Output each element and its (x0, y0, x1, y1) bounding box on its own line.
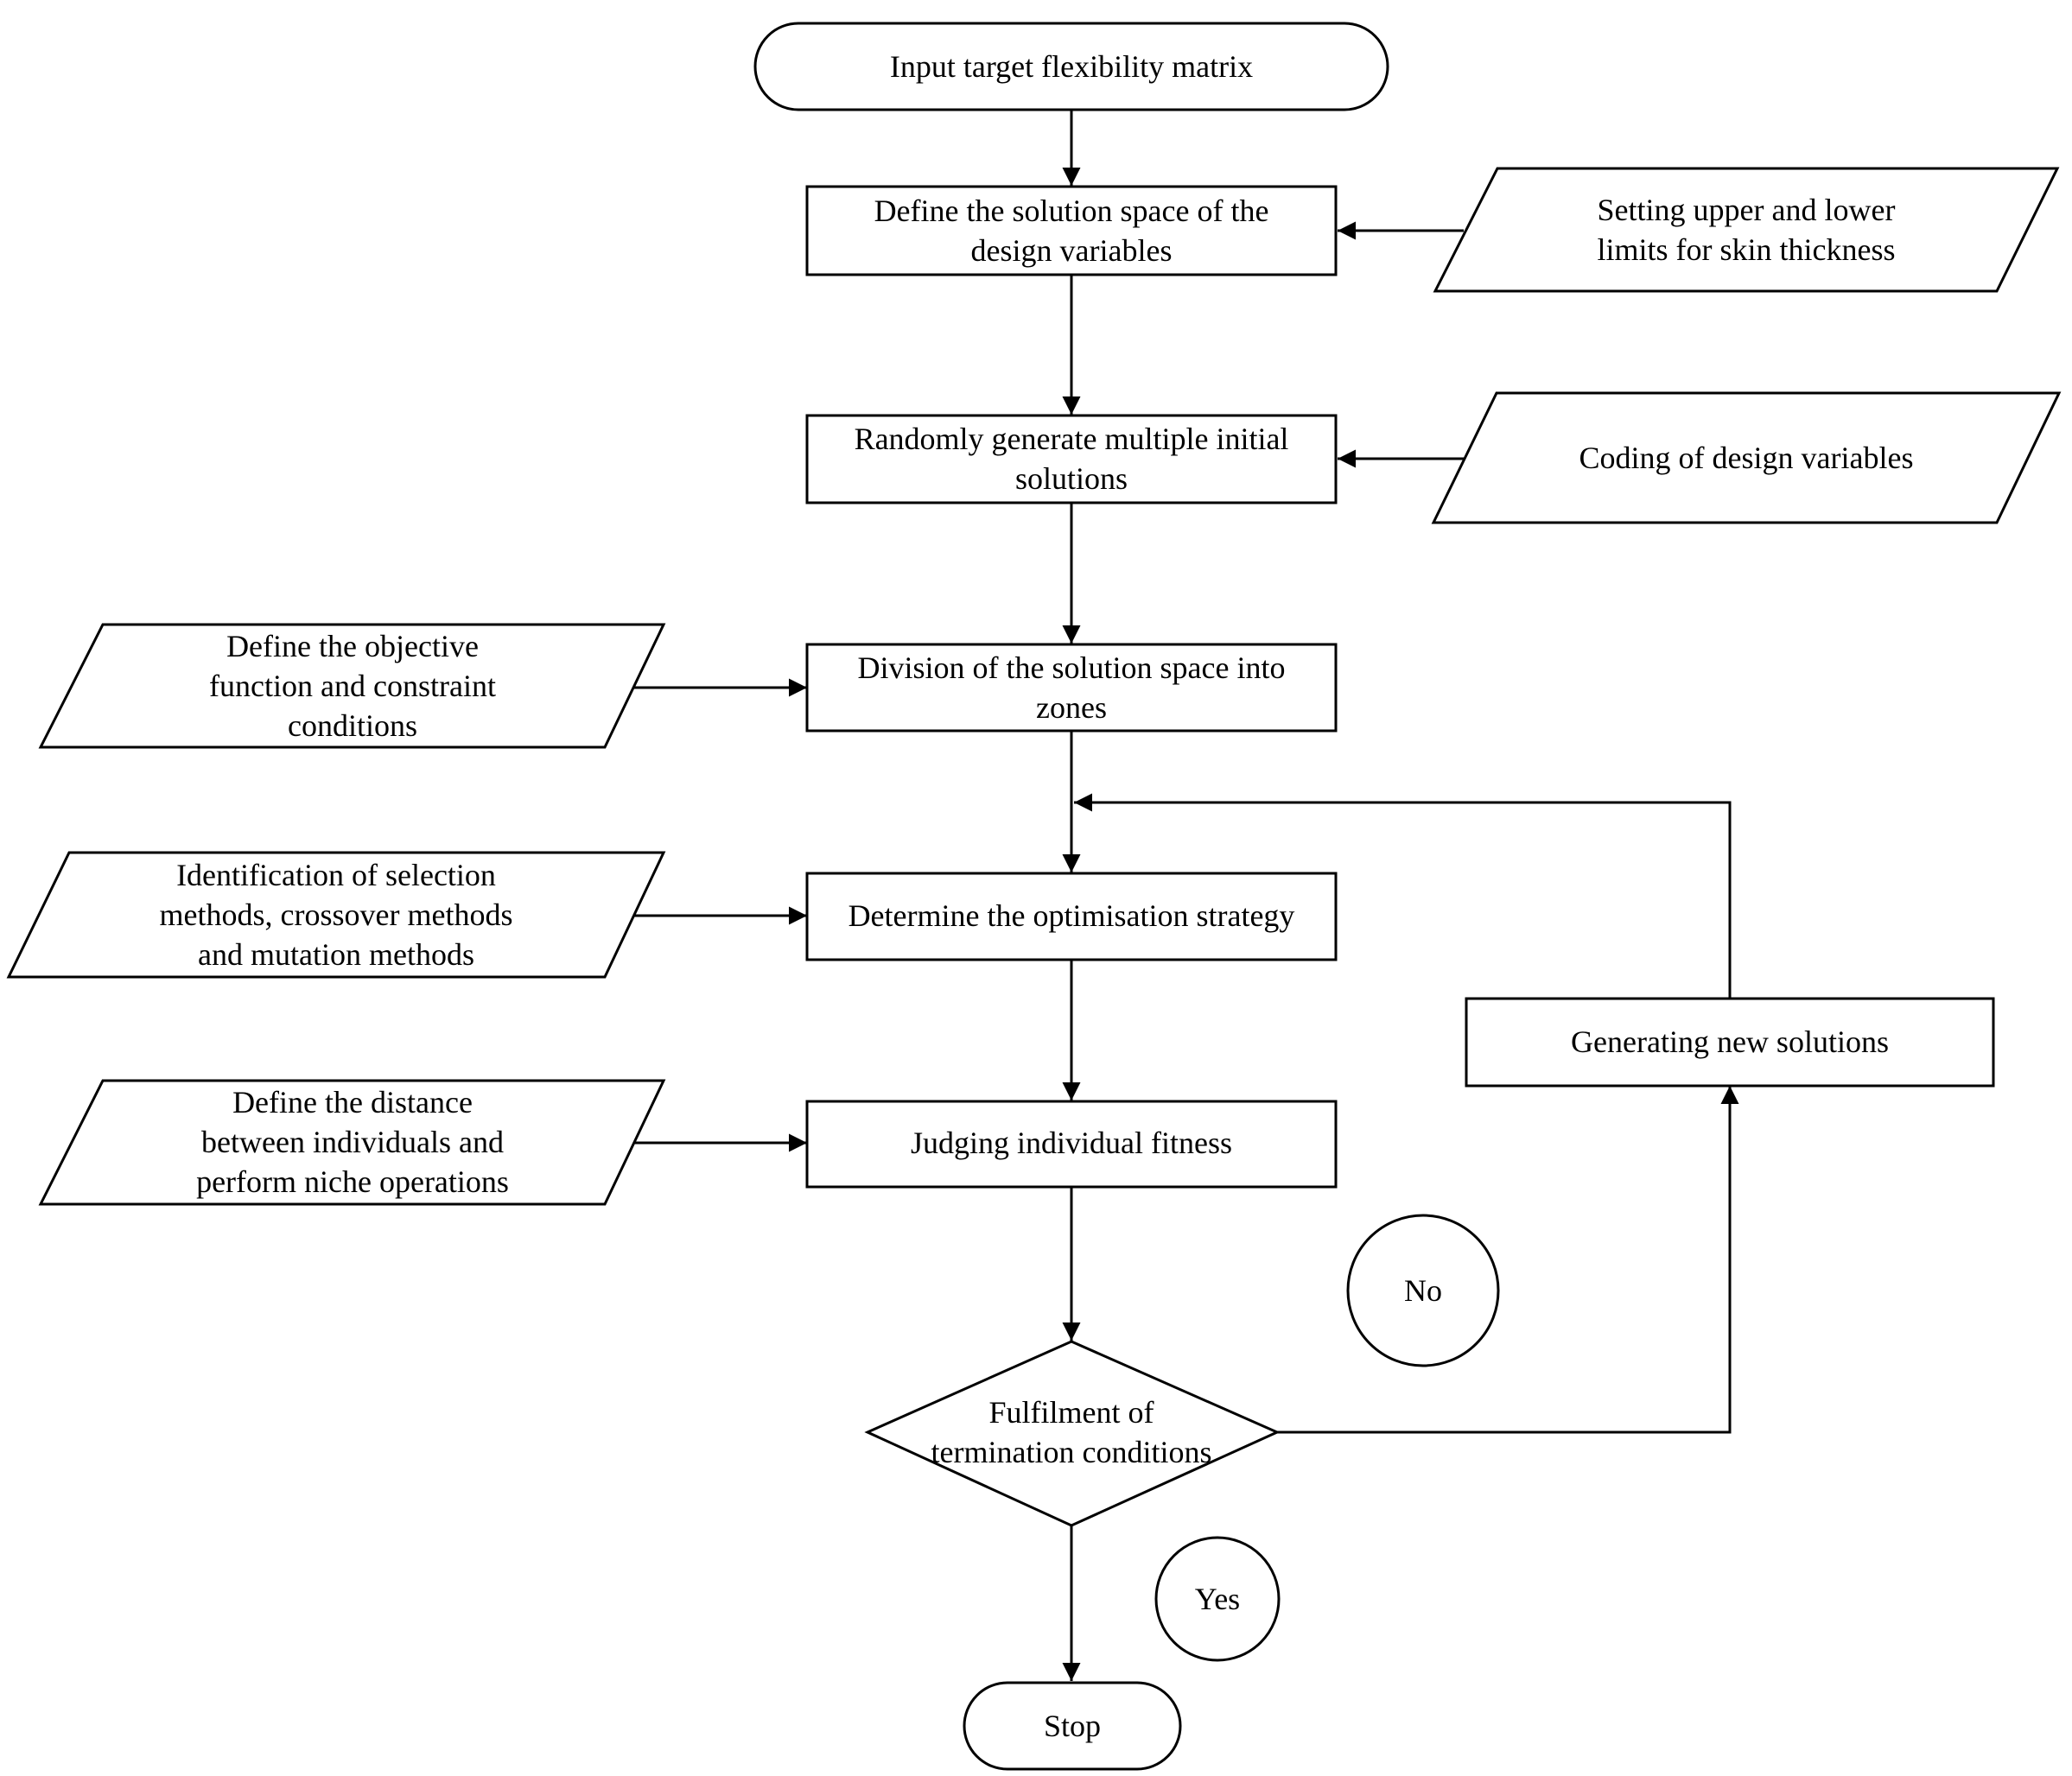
random-init-box: Randomly generate multiple initial soluti… (805, 414, 1338, 504)
fitness-label: Judging individual fitness (911, 1126, 1232, 1160)
label-line: Stop (1044, 1709, 1101, 1743)
coding-label: Coding of design variables (1579, 441, 1914, 475)
label-line: function and constraint (209, 669, 496, 703)
label-line: between individuals and (201, 1125, 504, 1159)
label-line: termination conditions (931, 1435, 1212, 1469)
connectors (631, 110, 1739, 1681)
label-line: Randomly generate multiple initial (855, 422, 1289, 456)
label-line: methods, crossover methods (160, 898, 513, 932)
objective-parallelogram: Define the objective function and constra… (38, 623, 666, 749)
label-line: Judging individual fitness (911, 1126, 1232, 1160)
decision-diamond: Fulfilment of termination conditions (864, 1340, 1281, 1527)
no-label: No (1404, 1273, 1442, 1308)
define-solution-space-box: Define the solution space of the design v… (805, 185, 1338, 276)
strategy-label: Determine the optimisation strategy (849, 898, 1295, 933)
label-line: and mutation methods (198, 937, 474, 972)
stop-label: Stop (1044, 1709, 1101, 1743)
label-line: Division of the solution space into (858, 650, 1286, 685)
distance-label: Define the distance between individuals a… (196, 1085, 509, 1199)
set-limits-parallelogram: Setting upper and lower limits for skin t… (1433, 167, 2060, 293)
coding-parallelogram: Coding of design variables (1431, 391, 2062, 524)
distance-parallelogram: Define the distance between individuals a… (38, 1079, 666, 1206)
arrow-decision-to-new-solutions (1277, 1086, 1739, 1434)
methods-label: Identification of selection methods, cros… (160, 858, 513, 972)
new-solutions-box: Generating new solutions (1465, 997, 1995, 1088)
yes-label: Yes (1195, 1582, 1240, 1616)
label-line: Determine the optimisation strategy (849, 898, 1295, 933)
division-box: Division of the solution space into zones (805, 643, 1338, 733)
label-line: limits for skin thickness (1598, 232, 1896, 267)
define-solution-space-label: Define the solution space of the design v… (874, 193, 1269, 268)
arrow-new-solutions-loop-back (1074, 793, 1732, 999)
label-line: design variables (971, 233, 1173, 268)
label-line: Fulfilment of (989, 1395, 1154, 1430)
label-line: Define the objective (226, 629, 479, 663)
label-line: conditions (288, 708, 417, 743)
methods-parallelogram: Identification of selection methods, cros… (6, 851, 666, 979)
division-label: Division of the solution space into zones (858, 650, 1286, 725)
stop-terminator: Stop (963, 1681, 1182, 1771)
random-init-label: Randomly generate multiple initial soluti… (855, 422, 1289, 496)
label-line: Setting upper and lower (1598, 193, 1896, 227)
label-line: Generating new solutions (1571, 1024, 1889, 1059)
objective-label: Define the objective function and constra… (209, 629, 496, 743)
start-label: Input target flexibility matrix (890, 49, 1253, 84)
strategy-box: Determine the optimisation strategy (805, 872, 1338, 961)
yes-branch-label: Yes (1154, 1536, 1281, 1662)
label-line: perform niche operations (196, 1164, 509, 1199)
decision-label: Fulfilment of termination conditions (931, 1395, 1212, 1469)
label-line: zones (1036, 690, 1107, 725)
label-line: Identification of selection (176, 858, 496, 892)
label-line: solutions (1015, 461, 1128, 496)
new-solutions-label: Generating new solutions (1571, 1024, 1889, 1059)
set-limits-label: Setting upper and lower limits for skin t… (1598, 193, 1896, 267)
start-terminator: Input target flexibility matrix (753, 22, 1389, 111)
label-line: Define the distance (232, 1085, 473, 1120)
fitness-box: Judging individual fitness (805, 1100, 1338, 1189)
label-line: Define the solution space of the (874, 193, 1269, 228)
label-line: Input target flexibility matrix (890, 49, 1253, 84)
no-branch-label: No (1346, 1214, 1500, 1367)
label-line: Coding of design variables (1579, 441, 1914, 475)
